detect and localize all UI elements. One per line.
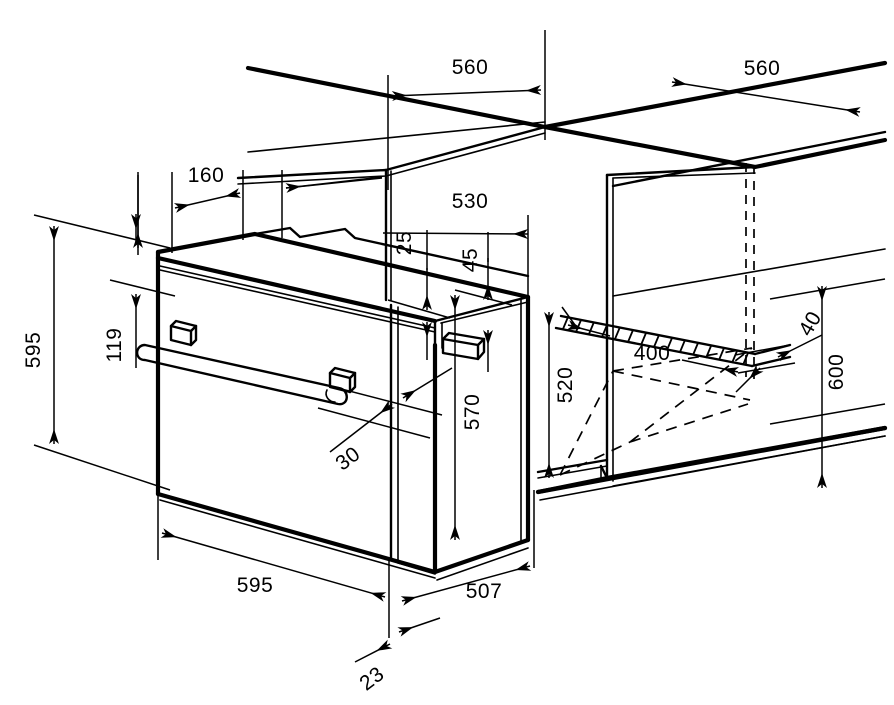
- niche-floor: [535, 425, 888, 501]
- dimension-label: 595: [22, 332, 45, 369]
- dimension-595-width: 595: [157, 494, 390, 638]
- dimension-23: 23: [354, 617, 441, 695]
- dimension-570: 570: [450, 295, 484, 540]
- dimension-600: 600: [769, 278, 886, 488]
- dimension-label: 160: [188, 164, 225, 187]
- dimension-label: 507: [466, 580, 503, 603]
- oven-door: [155, 255, 438, 579]
- dimension-507: 507: [400, 490, 535, 606]
- dimension-25: 25: [387, 230, 451, 360]
- ventilation-hatch: [554, 314, 792, 368]
- dimension-label: 45: [459, 248, 482, 272]
- dimension-560-right: 560: [671, 57, 861, 117]
- dimension-label: 570: [461, 394, 484, 431]
- dimension-45: 45: [454, 232, 513, 372]
- dimension-label: 560: [452, 56, 489, 79]
- dimension-label: 400: [634, 342, 671, 365]
- dimension-520: 520: [544, 312, 577, 478]
- dimension-119: 119: [103, 214, 176, 368]
- dimension-label: 520: [554, 367, 577, 404]
- dimension-30: 30: [317, 367, 453, 475]
- hidden-edges-dashed: [559, 163, 755, 476]
- dimension-label: 530: [452, 190, 489, 213]
- niche-right-panel: [599, 130, 888, 487]
- dimension-label: 600: [825, 354, 848, 391]
- door-handle: [135, 319, 357, 406]
- dimension-400: 400: [561, 306, 740, 377]
- dimension-40: 40: [734, 307, 826, 393]
- dimension-560-left: 560: [387, 30, 546, 190]
- dimension-595-height: 595: [22, 214, 171, 491]
- dimension-label: 23: [355, 662, 388, 695]
- dimension-label: 119: [103, 328, 126, 363]
- cabinet-niche-outline: [236, 60, 888, 302]
- dimension-label: 25: [393, 231, 416, 255]
- dimension-label: 560: [744, 57, 781, 80]
- dimension-label: 595: [237, 574, 274, 597]
- dimension-530: 530: [285, 176, 529, 300]
